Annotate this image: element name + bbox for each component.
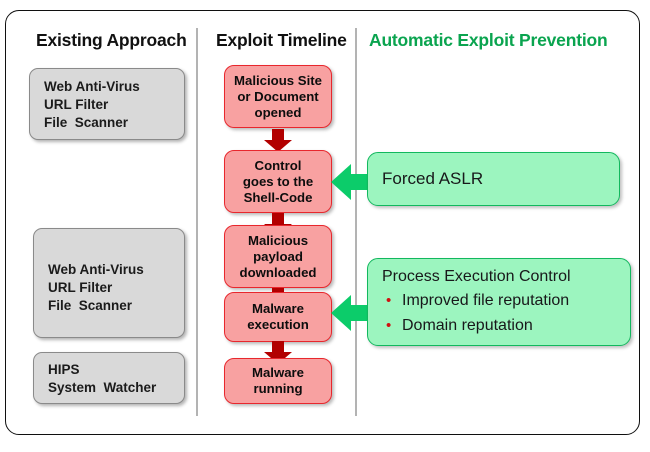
mitigation-bullet-item: • Domain reputation <box>382 313 630 338</box>
box-line: HIPS <box>48 362 80 377</box>
arrow-shaft <box>272 213 284 225</box>
box-line: System Watcher <box>48 380 157 395</box>
timeline-step-malicious-site: Malicious Site or Document opened <box>224 65 332 128</box>
column-divider-right <box>355 28 357 416</box>
arrow-shaft <box>272 341 284 353</box>
arrow-head <box>331 295 351 331</box>
existing-approach-box-hips: HIPS System Watcher <box>33 352 185 404</box>
column-title-existing-approach: Existing Approach <box>36 30 187 50</box>
mitigation-bullet-list: • Improved file reputation • Domain repu… <box>382 288 630 338</box>
bullet-icon: • <box>386 292 392 309</box>
box-line: File Scanner <box>44 115 129 130</box>
mitigation-title: Forced ASLR <box>382 169 484 188</box>
timeline-step-payload-downloaded: Malicious payload downloaded <box>224 225 332 288</box>
timeline-step-malware-running: Malware running <box>224 358 332 404</box>
box-line: URL Filter <box>44 97 109 112</box>
box-line: URL Filter <box>48 280 113 295</box>
step-line: Control <box>254 157 302 173</box>
step-line: payload <box>253 248 303 264</box>
step-line: execution <box>247 317 309 332</box>
column-divider-left <box>196 28 198 416</box>
step-line: Malware <box>251 301 305 316</box>
step-line: opened <box>254 104 302 120</box>
diagram-frame <box>5 10 640 435</box>
arrow-head <box>331 164 351 200</box>
column-title-automatic-exploit-prevention: Automatic Exploit Prevention <box>369 30 608 50</box>
mitigation-bullet-label: Domain reputation <box>402 317 533 334</box>
bullet-icon: • <box>386 317 392 334</box>
box-line: File Scanner <box>48 298 133 313</box>
step-line: Malicious <box>247 232 309 248</box>
mitigation-title: Process Execution Control <box>382 268 571 285</box>
mitigation-bullet-label: Improved file reputation <box>402 292 570 309</box>
mitigation-box-process-execution-control: Process Execution Control • Improved fil… <box>367 258 631 346</box>
box-line: Web Anti-Virus <box>44 79 140 94</box>
step-line: Malware <box>251 365 305 380</box>
step-line: Malicious Site <box>234 72 322 88</box>
existing-approach-box-web-av-mid: Web Anti-Virus URL Filter File Scanner <box>33 228 185 338</box>
step-line: downloaded <box>239 264 317 280</box>
box-line: Web Anti-Virus <box>48 262 144 277</box>
arrow-head <box>264 140 292 152</box>
column-title-exploit-timeline: Exploit Timeline <box>216 30 347 50</box>
timeline-step-malware-execution: Malware execution <box>224 292 332 342</box>
arrow-shaft <box>272 129 284 141</box>
timeline-arrow-down-icon <box>264 129 292 152</box>
existing-approach-box-web-av-top: Web Anti-Virus URL Filter File Scanner <box>29 68 185 140</box>
mitigation-box-forced-aslr: Forced ASLR <box>367 152 620 206</box>
step-line: running <box>253 381 303 396</box>
timeline-step-control-shellcode: Control goes to the Shell-Code <box>224 150 332 213</box>
step-line: Shell-Code <box>243 189 313 205</box>
step-line: or Document <box>237 88 319 104</box>
step-line: goes to the <box>242 173 314 189</box>
mitigation-bullet-item: • Improved file reputation <box>382 288 630 313</box>
